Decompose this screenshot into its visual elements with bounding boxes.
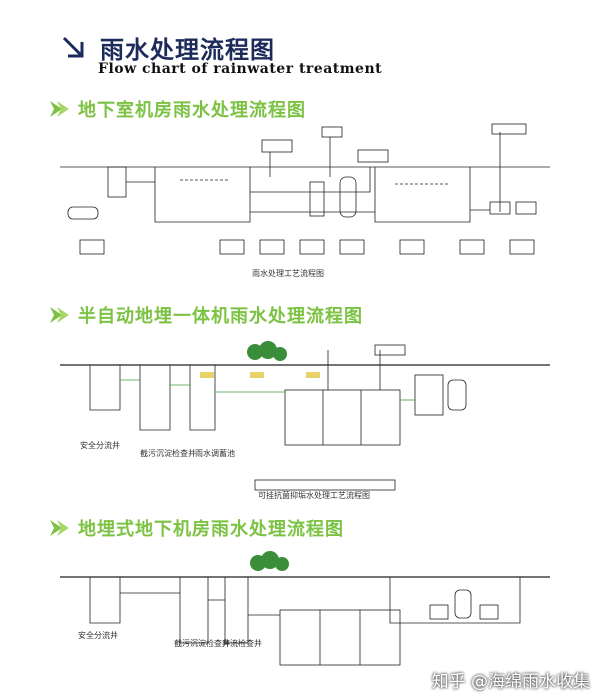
section-2-label-3: 雨水调蓄池	[195, 449, 235, 458]
section-2-diagram	[60, 341, 550, 491]
arrow-down-right-icon	[62, 36, 84, 57]
section-1-diagram	[60, 123, 550, 255]
section-3-label-2: 截污沉淀检查井	[174, 639, 230, 648]
section-3-heading-text: 地埋式地下机房雨水处理流程图	[78, 519, 344, 540]
section-2-heading-text: 半自动地埋一体机雨水处理流程图	[78, 306, 363, 327]
section-2-heading: 半自动地埋一体机雨水处理流程图	[48, 302, 363, 328]
section-3-heading: 地埋式地下机房雨水处理流程图	[48, 515, 344, 541]
subtitle: Flow chart of rainwater treatment	[98, 61, 383, 77]
section-1-heading: 地下室机房雨水处理流程图	[48, 96, 306, 122]
main-title-text: 雨水处理流程图	[100, 36, 275, 64]
section-3-label-3: 弃流检查井	[222, 639, 262, 648]
section-2-label-1: 安全分流井	[80, 441, 120, 450]
chevron-right-icon	[50, 101, 69, 117]
section-2-label-2: 截污沉淀检查井	[140, 449, 196, 458]
section-1-caption: 雨水处理工艺流程图	[252, 269, 324, 278]
main-title: 雨水处理流程图	[60, 30, 275, 65]
chevron-right-icon	[50, 520, 69, 536]
section-1-heading-text: 地下室机房雨水处理流程图	[78, 100, 306, 121]
chevron-right-icon	[50, 307, 69, 323]
section-3-label-1: 安全分流井	[78, 631, 118, 640]
section-3-diagram	[60, 551, 550, 666]
watermark: 知乎 @海绵雨水收集	[431, 672, 590, 692]
section-2-caption: 可挂抗菌抑垢水处理工艺流程图	[258, 491, 370, 500]
